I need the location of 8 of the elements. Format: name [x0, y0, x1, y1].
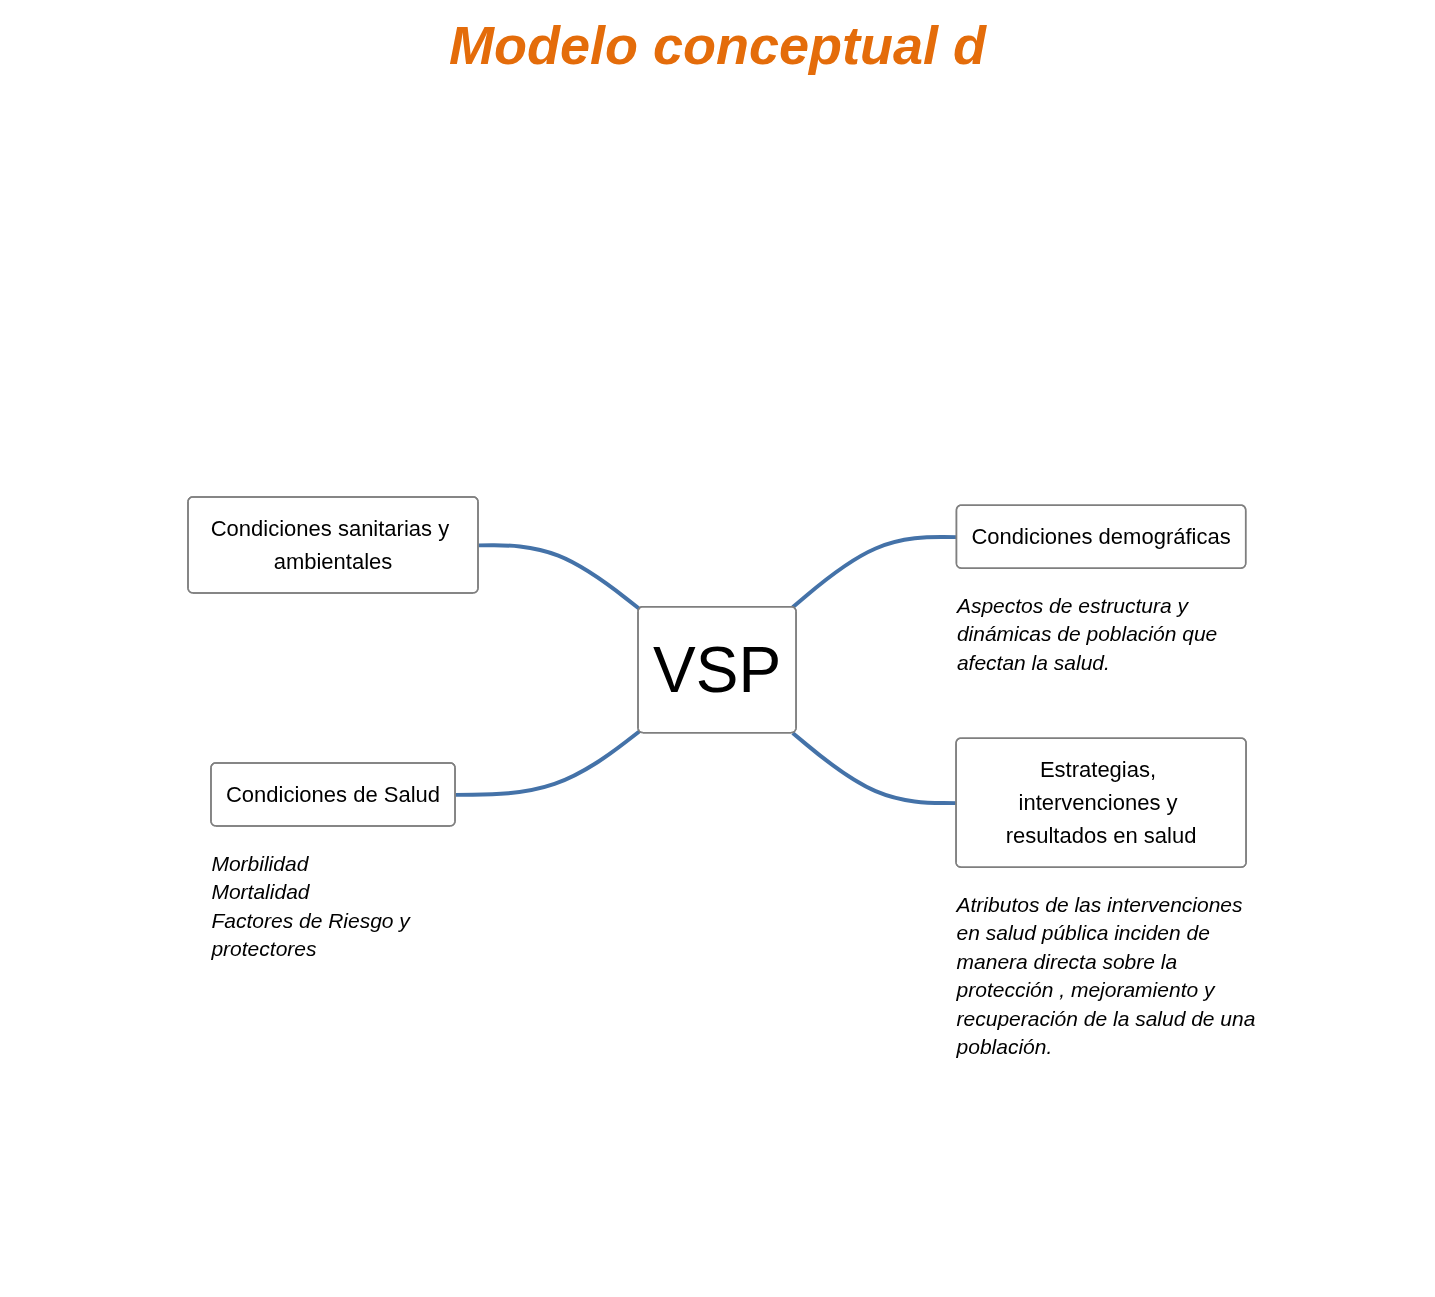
connector — [455, 729, 642, 797]
connector — [478, 543, 642, 611]
node-note: Morbilidad — [211, 850, 310, 877]
node-note: Factores de Riesgo y protectores — [211, 907, 412, 962]
title: Modelo conceptual d — [448, 14, 988, 76]
node-note: Atributos de las intervenciones en salud pública inciden de manera directa sobre la protección , mejoramiento y recuperación de la salud de una población. — [956, 892, 1257, 1060]
node-note: Mortalidad — [211, 879, 311, 906]
node-note: Aspectos de estructura y dinámicas de población que afectan la salud. — [956, 593, 1219, 676]
